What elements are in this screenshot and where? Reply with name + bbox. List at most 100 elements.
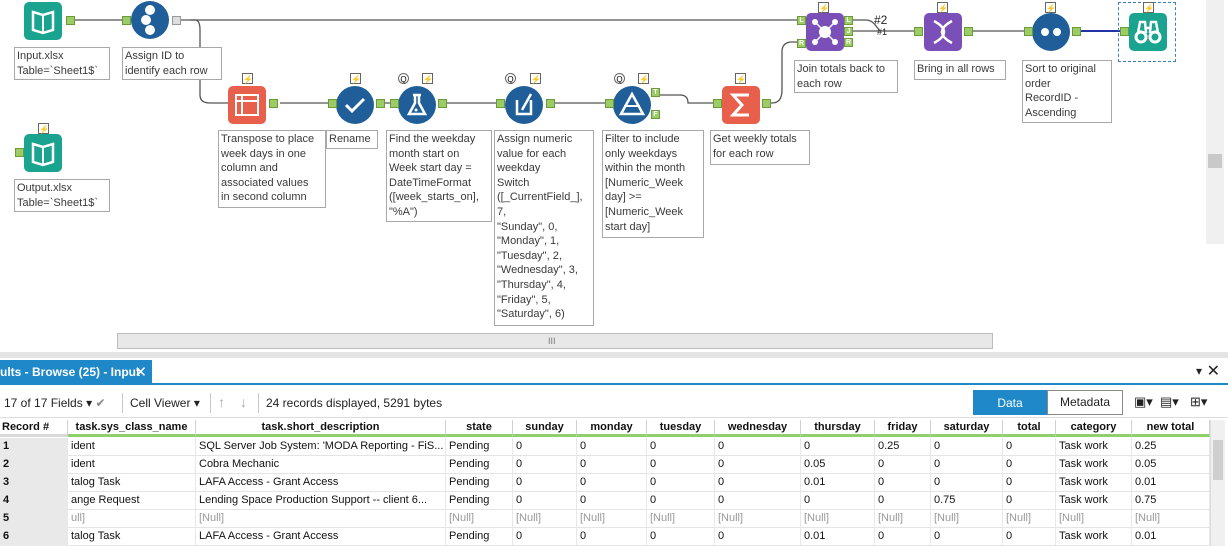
table-cell[interactable]: ident xyxy=(68,438,196,456)
table-cell[interactable]: talog Task xyxy=(68,528,196,546)
column-header[interactable]: monday xyxy=(577,420,647,437)
record-number-cell[interactable]: 1 xyxy=(0,438,68,456)
column-header[interactable]: task.sys_class_name xyxy=(68,420,196,437)
input-anchor[interactable] xyxy=(496,99,505,108)
record-number-cell[interactable]: 6 xyxy=(0,528,68,546)
table-cell[interactable]: Task work xyxy=(1056,474,1132,492)
table-cell[interactable]: 0 xyxy=(1003,438,1056,456)
table-cell[interactable]: Pending xyxy=(446,456,513,474)
table-cell[interactable]: 0 xyxy=(577,492,647,510)
output-data-tool[interactable] xyxy=(24,134,62,172)
table-cell[interactable]: Task work xyxy=(1056,528,1132,546)
table-cell[interactable]: LAFA Access - Grant Access xyxy=(196,528,446,546)
close-icon[interactable]: ✕ xyxy=(134,364,147,381)
right-output-anchor[interactable]: R xyxy=(844,38,853,47)
table-cell[interactable]: 0 xyxy=(577,528,647,546)
table-cell[interactable]: [Null] xyxy=(715,510,801,528)
union-tool[interactable] xyxy=(924,13,962,51)
column-header[interactable]: tuesday xyxy=(647,420,715,437)
table-cell[interactable]: 0 xyxy=(875,492,931,510)
table-cell[interactable]: 0 xyxy=(513,456,577,474)
column-header[interactable]: wednesday xyxy=(715,420,801,437)
table-cell[interactable]: 0 xyxy=(801,438,875,456)
table-cell[interactable]: ident xyxy=(68,456,196,474)
table-cell[interactable]: Task work xyxy=(1056,438,1132,456)
formula-tool[interactable] xyxy=(398,86,436,124)
table-cell[interactable]: 0 xyxy=(513,492,577,510)
input-anchor[interactable] xyxy=(1024,27,1033,36)
join-output-anchor[interactable]: J xyxy=(844,27,853,36)
table-cell[interactable]: 0 xyxy=(875,474,931,492)
column-header[interactable]: Record # xyxy=(0,420,68,437)
table-cell[interactable]: 0 xyxy=(647,492,715,510)
table-cell[interactable]: [Null] xyxy=(1003,510,1056,528)
table-cell[interactable]: 0 xyxy=(647,474,715,492)
output-anchor[interactable] xyxy=(376,99,385,108)
table-cell[interactable]: 0 xyxy=(801,492,875,510)
output-anchor[interactable] xyxy=(762,99,771,108)
table-cell[interactable]: 0 xyxy=(647,528,715,546)
table-cell[interactable]: 0 xyxy=(577,456,647,474)
table-cell[interactable]: Pending xyxy=(446,492,513,510)
table-cell[interactable]: [Null] xyxy=(196,510,446,528)
input-anchor[interactable] xyxy=(390,99,399,108)
output-anchor[interactable] xyxy=(1072,27,1081,36)
table-cell[interactable]: 0 xyxy=(931,528,1003,546)
table-cell[interactable]: talog Task xyxy=(68,474,196,492)
table-cell[interactable]: Pending xyxy=(446,438,513,456)
input-data-tool[interactable] xyxy=(24,2,62,40)
column-header[interactable]: sunday xyxy=(513,420,577,437)
output-anchor[interactable] xyxy=(66,16,75,25)
workflow-canvas[interactable]: Input.xlsx Table=`Sheet1$` Assign ID to … xyxy=(0,0,1228,352)
input-anchor[interactable] xyxy=(122,16,131,25)
data-view-button[interactable]: Data xyxy=(973,390,1047,415)
column-header[interactable]: task.short_description xyxy=(196,420,446,437)
canvas-vertical-scrollbar[interactable] xyxy=(1206,0,1224,244)
save-icon[interactable]: ▤▾ xyxy=(1160,394,1179,409)
table-cell[interactable]: 0 xyxy=(931,456,1003,474)
table-cell[interactable]: 0 xyxy=(577,474,647,492)
input-anchor[interactable] xyxy=(328,99,337,108)
table-cell[interactable]: 0 xyxy=(715,492,801,510)
output-anchor[interactable] xyxy=(172,16,181,25)
summarize-tool[interactable] xyxy=(722,86,760,124)
table-cell[interactable]: 0.25 xyxy=(1132,438,1210,456)
table-cell[interactable]: [Null] xyxy=(513,510,577,528)
table-cell[interactable]: [Null] xyxy=(875,510,931,528)
false-anchor[interactable]: F xyxy=(651,110,660,119)
table-cell[interactable]: 0 xyxy=(715,528,801,546)
add-icon[interactable]: ⊞▾ xyxy=(1190,394,1208,409)
table-cell[interactable]: 0.01 xyxy=(1132,474,1210,492)
select-tool[interactable] xyxy=(336,86,374,124)
input-anchor[interactable] xyxy=(1120,27,1129,36)
close-icon[interactable]: ✕ xyxy=(1206,363,1220,380)
scrollbar-thumb[interactable] xyxy=(1208,154,1222,168)
column-header[interactable]: category xyxy=(1056,420,1132,437)
table-cell[interactable]: 0 xyxy=(577,438,647,456)
record-number-cell[interactable]: 4 xyxy=(0,492,68,510)
input-anchor[interactable] xyxy=(914,27,923,36)
table-cell[interactable]: 0 xyxy=(931,474,1003,492)
right-input-anchor[interactable]: R xyxy=(797,39,806,48)
table-cell[interactable]: 0 xyxy=(647,456,715,474)
record-number-cell[interactable]: 2 xyxy=(0,456,68,474)
table-cell[interactable]: 0 xyxy=(875,528,931,546)
output-anchor[interactable] xyxy=(964,27,973,36)
table-cell[interactable]: 0.01 xyxy=(1132,528,1210,546)
input-anchor[interactable] xyxy=(15,148,24,157)
table-cell[interactable]: SQL Server Job System: 'MODA Reporting -… xyxy=(196,438,446,456)
filter-tool[interactable] xyxy=(613,86,651,124)
canvas-horizontal-scrollbar[interactable]: III xyxy=(117,333,993,349)
table-cell[interactable]: 0.75 xyxy=(1132,492,1210,510)
browse-tool[interactable] xyxy=(1129,13,1167,51)
check-icon[interactable]: ✔ xyxy=(95,396,106,410)
transpose-tool[interactable] xyxy=(228,86,266,124)
pin-icon[interactable]: ▾ xyxy=(1195,364,1202,378)
table-cell[interactable]: [Null] xyxy=(1132,510,1210,528)
table-cell[interactable]: 0.05 xyxy=(801,456,875,474)
record-id-tool[interactable] xyxy=(131,1,169,39)
